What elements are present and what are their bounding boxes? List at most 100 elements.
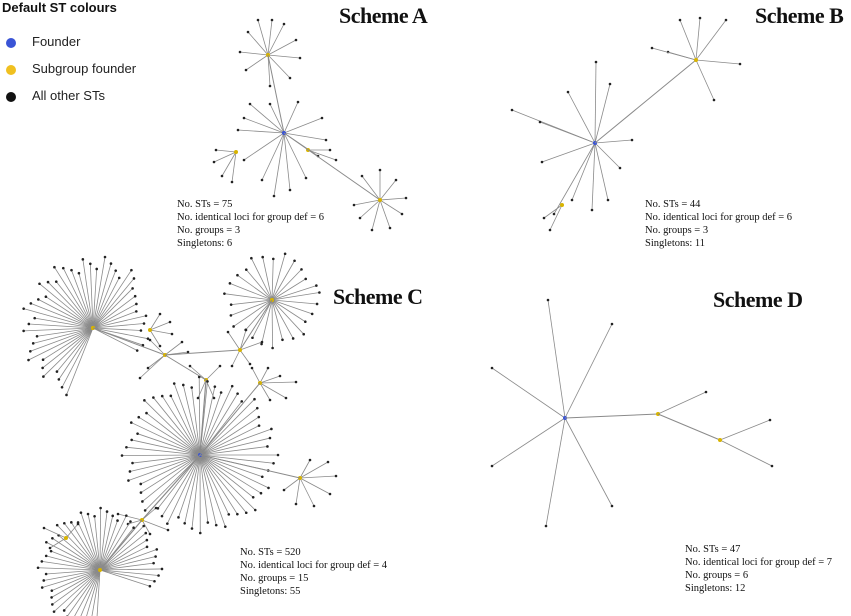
network-node: [65, 393, 68, 397]
network-node: [135, 302, 138, 306]
network-edge: [142, 454, 201, 502]
network-edge: [657, 413, 721, 441]
network-edge: [58, 327, 94, 380]
scheme-b-stats: No. STs = 44 No. identical loci for grou…: [645, 198, 792, 250]
network-node: [223, 525, 227, 528]
network-node: [181, 383, 185, 387]
network-node: [214, 523, 218, 527]
network-edge: [199, 454, 230, 515]
network-node: [566, 90, 570, 94]
network-node: [148, 532, 152, 536]
network-edge: [131, 439, 201, 456]
network-edge: [99, 515, 114, 571]
network-node: [606, 198, 610, 202]
network-node: [260, 342, 263, 346]
network-edge: [199, 454, 301, 479]
network-edge: [46, 541, 101, 571]
network-edge: [51, 569, 101, 592]
network-edge: [657, 391, 707, 415]
network-node: [272, 461, 275, 465]
stat-line: No. groups = 15: [240, 573, 309, 584]
network-node: [131, 461, 134, 465]
network-edge: [140, 454, 201, 485]
network-node: [120, 454, 124, 457]
network-node: [260, 178, 264, 182]
network-node: [198, 531, 202, 535]
network-node: [40, 586, 44, 589]
network-edge: [261, 132, 285, 181]
network-node: [44, 295, 48, 298]
network-edge: [36, 327, 94, 337]
network-node: [352, 203, 356, 207]
network-edge: [153, 397, 201, 456]
network-node: [132, 526, 135, 530]
network-node: [236, 273, 239, 277]
network-node: [227, 513, 231, 516]
network-node: [255, 406, 259, 410]
network-edge: [182, 384, 201, 456]
network-node: [698, 16, 702, 20]
network-edge: [695, 59, 741, 65]
network-node: [244, 68, 248, 72]
network-node: [22, 307, 25, 310]
network-node: [170, 332, 174, 336]
network-edge: [42, 327, 94, 361]
network-node: [139, 329, 143, 332]
scheme-c-stats: No. STs = 520 No. identical loci for gro…: [240, 546, 387, 598]
network-node: [288, 76, 292, 80]
network-node: [152, 561, 155, 565]
network-edge: [549, 204, 563, 231]
network-node: [267, 486, 270, 490]
network-edge: [92, 269, 132, 329]
network-edge: [257, 19, 269, 56]
network-node: [146, 337, 150, 340]
stat-line: Singletons: 12: [685, 583, 746, 594]
network-edge: [199, 446, 268, 456]
network-edge: [92, 323, 145, 329]
legend-item-other-sts: All other STs: [6, 88, 105, 103]
network-edge: [271, 269, 302, 301]
scheme-a-stats: No. STs = 75 No. identical loci for grou…: [177, 198, 324, 250]
network-node: [219, 391, 223, 394]
network-node: [51, 536, 54, 540]
network-edge: [239, 329, 247, 351]
network-node: [318, 291, 321, 294]
network-node: [177, 516, 180, 519]
network-edge: [231, 299, 273, 306]
network-node: [160, 567, 164, 571]
network-node: [33, 316, 36, 320]
network-edge: [67, 569, 101, 616]
network-node: [538, 120, 542, 124]
network-node: [678, 18, 682, 22]
network-edge: [99, 568, 162, 571]
network-node: [223, 292, 226, 295]
network-node: [618, 166, 622, 170]
network-edge: [170, 395, 201, 456]
network-edge: [92, 268, 98, 329]
network-edge: [267, 23, 285, 56]
network-node: [213, 385, 217, 388]
network-node: [139, 491, 143, 494]
network-node: [296, 100, 300, 104]
network-edge: [199, 454, 238, 515]
network-edge: [199, 407, 258, 456]
network-edge: [132, 454, 201, 464]
network-edge: [539, 121, 596, 144]
network-edge: [695, 19, 727, 61]
network-node: [50, 596, 53, 599]
network-edge: [141, 519, 151, 535]
network-node: [143, 509, 147, 512]
network-edge: [379, 179, 397, 201]
network-edge: [250, 258, 273, 301]
network-edge: [91, 569, 101, 616]
network-node: [153, 579, 156, 583]
network-edge: [99, 521, 131, 571]
network-node: [510, 108, 514, 112]
network-node: [312, 504, 316, 508]
network-edge: [164, 341, 183, 356]
network-node: [232, 325, 235, 328]
network-node: [271, 257, 275, 261]
network-edge: [92, 327, 138, 351]
network-edge: [267, 54, 291, 79]
network-edge: [52, 537, 101, 571]
